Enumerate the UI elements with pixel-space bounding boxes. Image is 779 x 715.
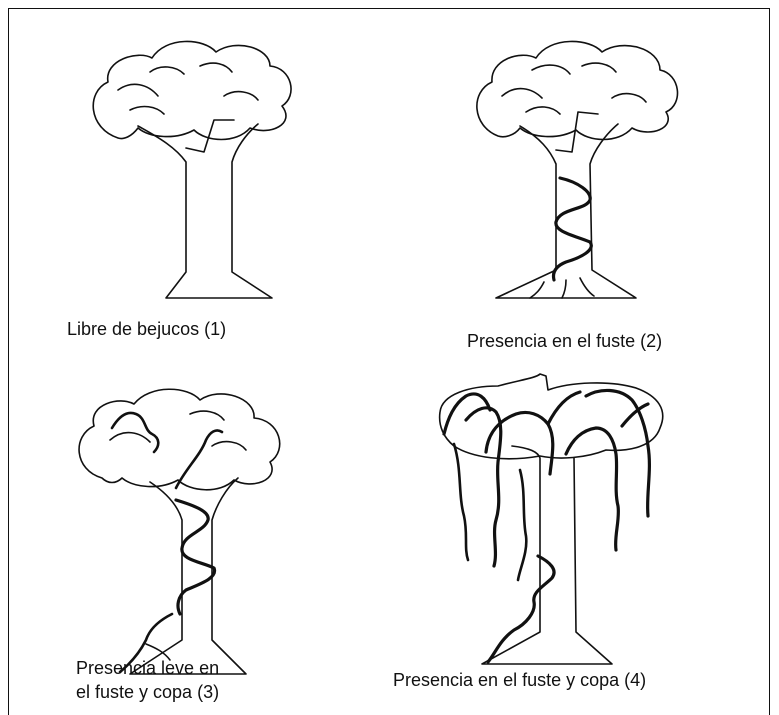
tree-3-crown-liana-a: [110, 411, 160, 454]
tree-4-crown: [438, 373, 664, 460]
tree-3-crown-liana-b: [174, 429, 224, 490]
caption-tree-2-line-1: Presencia en el fuste (2): [467, 331, 663, 351]
tree-3-trunk-liana: [174, 498, 217, 616]
tree-4-liana-5: [564, 426, 621, 552]
tree-4-liana-8: [452, 442, 470, 562]
caption-tree-1-line-1: Libre de bejucos (1): [67, 319, 227, 339]
tree-4-trunk: [481, 445, 613, 665]
tree-2-liana: [551, 176, 593, 282]
tree-2-crown: [476, 40, 679, 141]
tree-4-liana-4: [546, 390, 582, 426]
caption-tree-4-line-1: Presencia en el fuste y copa (4): [393, 670, 647, 690]
tree-2-lianas-on-trunk: [476, 40, 679, 299]
tree-4-liana-2: [464, 406, 503, 568]
tree-4-liana-6: [584, 388, 651, 518]
tree-4-liana-3: [484, 410, 555, 476]
tree-4-liana-7: [620, 402, 650, 428]
caption-tree-3-line-2: el fuste y copa (3): [76, 682, 220, 702]
tree-3-root-liana: [118, 612, 174, 674]
tree-3-trunk: [129, 477, 247, 675]
tree-4-liana-1: [442, 392, 492, 436]
tree-3-crown: [78, 388, 281, 491]
caption-tree-2: Presencia en el fuste (2): [467, 329, 662, 353]
caption-tree-3-line-1: Presencia leve en: [76, 658, 220, 678]
caption-tree-4: Presencia en el fuste y copa (4): [393, 668, 646, 692]
tree-1-crown: [92, 40, 292, 141]
tree-2-trunk: [495, 123, 637, 299]
tree-1-trunk: [137, 123, 273, 299]
caption-tree-3: Presencia leve en el fuste y copa (3): [76, 656, 219, 704]
tree-4-heavy-lianas: [438, 373, 664, 665]
tree-1-free-of-lianas: [92, 40, 292, 299]
caption-tree-1: Libre de bejucos (1): [67, 317, 226, 341]
figure-frame: [8, 8, 770, 715]
tree-3-light-lianas: [78, 388, 281, 675]
tree-4-trunk-liana: [486, 554, 556, 664]
